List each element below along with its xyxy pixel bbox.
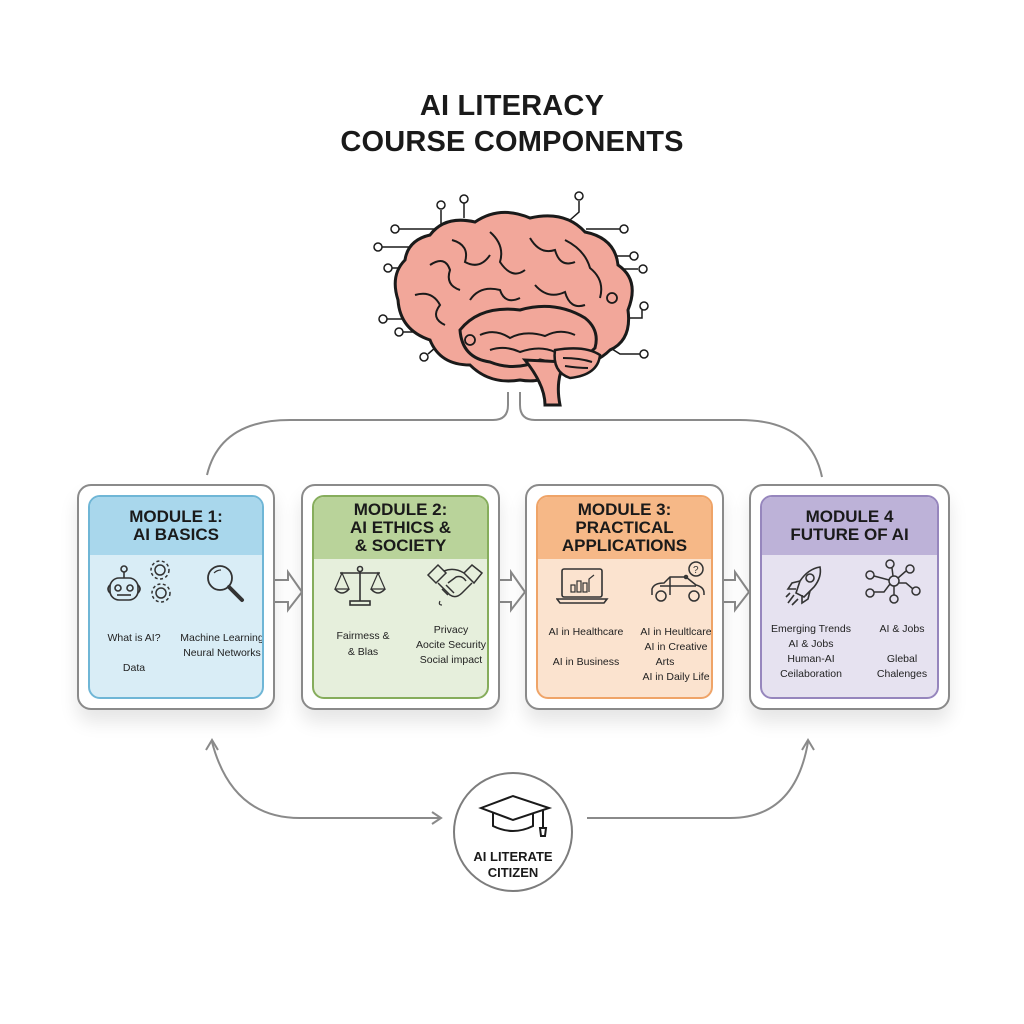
module-3-topic: AI in Creative [644, 641, 708, 653]
rocket-icon [785, 566, 822, 606]
connector-top-left [206, 392, 509, 476]
svg-text:?: ? [693, 565, 699, 576]
module-4-topic: AI & Jobs [879, 623, 925, 635]
module-4-topic: Ceilaboration [780, 668, 842, 680]
module-1-title-line-2: AI BASICS [133, 525, 219, 544]
ai-literate-citizen-node[interactable]: AI LITERATE CITIZEN [453, 772, 573, 892]
module-2-card[interactable]: MODULE 2: AI ETHICS & & SOCIETY Fairmess… [301, 484, 500, 710]
module-2-topic: & Blas [347, 646, 379, 658]
module-2-panel: MODULE 2: AI ETHICS & & SOCIETY Fairmess… [312, 495, 489, 699]
module-2-header: MODULE 2: AI ETHICS & & SOCIETY [314, 497, 487, 559]
car-question-icon: ? [651, 561, 705, 602]
module-1-topic: What is AI? [107, 632, 161, 644]
arrowhead-up-right [801, 738, 815, 751]
module-2-topic: Privacy [433, 624, 469, 636]
module-4-topic: Glebal [886, 653, 918, 665]
module-2-title-line-2: AI ETHICS & [349, 518, 452, 537]
magnifier-icon [207, 565, 244, 602]
graduation-cap-icon [478, 794, 553, 837]
module-4-topic: Chalenges [876, 668, 928, 680]
module-3-topic: AI in Business [552, 656, 620, 668]
module-2-topic: Fairmess & [336, 630, 390, 642]
arrow-module3-to-4 [722, 568, 751, 613]
scales-icon [334, 565, 386, 606]
module-1-topic: Neural Networks [183, 647, 261, 659]
module-2-topic: Aocite Security [415, 639, 487, 651]
handshake-icon [426, 563, 484, 606]
page-title: AI LITERACY COURSE COMPONENTS [0, 88, 1024, 160]
arrowhead-to-citizen [431, 811, 443, 825]
module-4-topic: Emerging Trends [771, 623, 851, 635]
citizen-label-line-2: CITIZEN [487, 865, 539, 880]
title-line-2: COURSE COMPONENTS [340, 126, 684, 158]
module-1-card[interactable]: MODULE 1: AI BASICS What is AI? Data Mac… [77, 484, 275, 710]
connector-top-right [519, 392, 823, 478]
module-4-title-line-2: FUTURE OF AI [790, 525, 909, 544]
module-1-topic: Data [122, 662, 146, 674]
module-1-panel: MODULE 1: AI BASICS What is AI? Data Mac… [88, 495, 264, 699]
module-1-topic: Machine Learning [180, 632, 264, 644]
module-1-header: MODULE 1: AI BASICS [90, 497, 262, 555]
module-2-topic: Social impact [419, 654, 483, 666]
arrow-module1-to-2 [274, 568, 304, 613]
module-4-card[interactable]: MODULE 4 FUTURE OF AI Emerging Trends AI… [749, 484, 950, 710]
module-4-topic: Human-AI [787, 653, 835, 665]
module-3-title-line-3: APPLICATIONS [561, 536, 688, 555]
network-icon [865, 559, 921, 604]
module-3-topic: AI in Heultlcare [640, 626, 712, 638]
module-3-topic: AI in Daily Life [642, 671, 710, 683]
connector-bottom-right [587, 741, 809, 819]
citizen-label-line-1: AI LITERATE [473, 849, 553, 864]
arrowhead-up-left [205, 738, 219, 751]
module-4-title-line-1: MODULE 4 [805, 507, 894, 526]
module-3-topic: AI in Healthcare [548, 626, 624, 638]
robot-icon [107, 565, 141, 601]
brain-circuit-icon [373, 191, 649, 407]
title-line-1: AI LITERACY [419, 90, 605, 122]
citizen-label: AI LITERATE CITIZEN [455, 849, 571, 881]
connector-bottom-left [211, 741, 440, 819]
module-4-header: MODULE 4 FUTURE OF AI [762, 497, 937, 555]
module-3-header: MODULE 3: PRACTICAL APPLICATIONS [538, 497, 711, 559]
module-4-topic: AI & Jobs [788, 638, 834, 650]
module-3-title-line-1: MODULE 3: [577, 500, 672, 519]
module-3-title-line-2: PRACTICAL [575, 518, 674, 537]
arrow-module2-to-3 [498, 568, 527, 613]
laptop-chart-icon [556, 568, 609, 604]
module-2-title-line-1: MODULE 2: [353, 500, 448, 519]
module-2-title-line-3: & SOCIETY [354, 536, 447, 555]
module-3-card[interactable]: MODULE 3: PRACTICAL APPLICATIONS ? AI in… [525, 484, 724, 710]
module-1-title-line-1: MODULE 1: [129, 507, 223, 526]
module-3-panel: MODULE 3: PRACTICAL APPLICATIONS ? AI in… [536, 495, 713, 699]
module-4-panel: MODULE 4 FUTURE OF AI Emerging Trends AI… [760, 495, 939, 699]
gears-icon [150, 560, 171, 603]
module-3-topic: Arts [655, 656, 675, 668]
